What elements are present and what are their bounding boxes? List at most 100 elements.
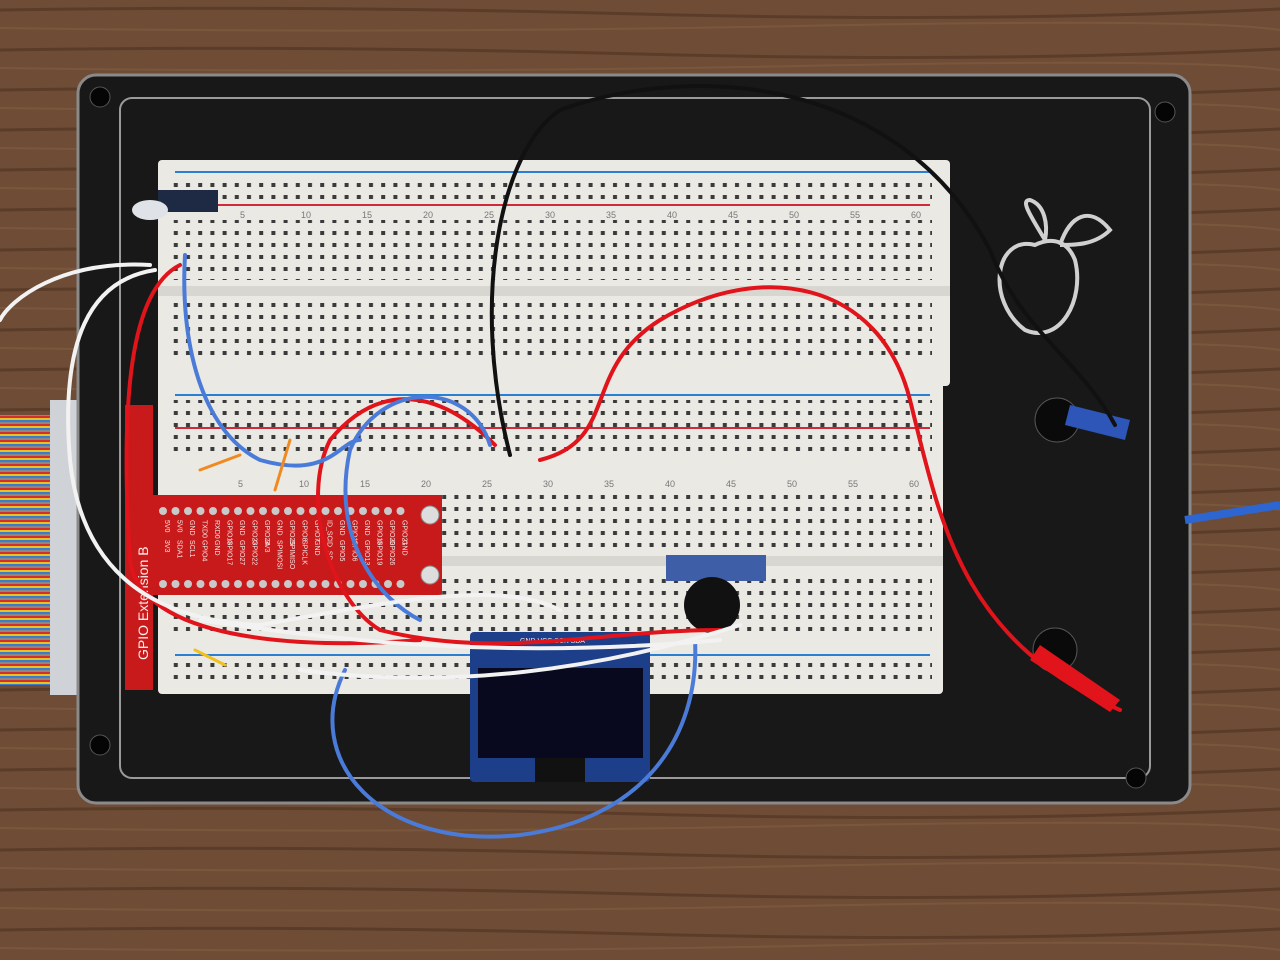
gpio-pin-label: GPIO18 — [226, 520, 233, 545]
gpio-pin — [396, 507, 405, 515]
breadboard-column-number: 60 — [911, 210, 921, 220]
gpio-board-title: GPIO Extension B — [135, 546, 151, 660]
gpio-pin — [196, 507, 205, 515]
gpio-pin — [171, 507, 180, 515]
gpio-pin-label: ID_SD — [326, 540, 333, 561]
gpio-pin — [371, 507, 380, 515]
gpio-pin-label: GPIO20 — [388, 520, 395, 545]
gpio-pin — [196, 580, 205, 588]
yellow-jumper — [193, 648, 227, 667]
breadboard-column-number: 60 — [909, 479, 919, 489]
gpio-pin-label: GPIO17 — [226, 540, 233, 565]
gpio-pin — [221, 507, 230, 515]
blue-plug — [1065, 405, 1130, 440]
breadboard-column-number: 10 — [299, 479, 309, 489]
gpio-pin — [209, 580, 217, 588]
black-wire — [489, 84, 1117, 457]
gpio-pin — [359, 580, 367, 588]
red-plug — [1030, 645, 1120, 712]
gpio-pin-label: GND — [276, 520, 283, 536]
gpio-pin-label: GPIO26 — [388, 540, 395, 565]
gpio-pin-label: GPIO4 — [201, 540, 208, 562]
gpio-pin-label: GPIO6 — [351, 540, 358, 562]
wires — [0, 84, 1122, 839]
breadboard-column-number: 25 — [482, 479, 492, 489]
gpio-pin-label: GPIO27 — [238, 540, 245, 565]
gpio-pin — [234, 507, 242, 515]
breadboard-column-number: 35 — [606, 210, 616, 220]
gpio-pin-label: GPIO12 — [351, 520, 358, 545]
gpio-pin — [309, 580, 317, 588]
gpio-pin-label: GND — [338, 520, 345, 536]
gpio-pin — [209, 507, 217, 515]
gpio-pin — [334, 507, 342, 515]
gpio-pin — [384, 580, 392, 588]
ir-sensor-module — [158, 190, 218, 212]
gpio-pin — [159, 580, 167, 588]
gpio-pin-label: GND — [213, 540, 220, 556]
buzzer — [684, 577, 740, 633]
red-wire — [124, 263, 422, 646]
blue-wire — [330, 638, 698, 839]
white-wire — [0, 262, 152, 322]
breadboard-column-number: 10 — [301, 210, 311, 220]
gpio-pin — [384, 507, 392, 515]
gpio-pin — [246, 507, 255, 515]
breadboard-column-number: 15 — [360, 479, 370, 489]
gpio-pin — [321, 507, 330, 515]
breadboard-column-number: 55 — [850, 210, 860, 220]
gpio-pin — [171, 580, 180, 588]
white-wire — [198, 618, 722, 651]
gpio-pin — [271, 580, 280, 588]
breadboard-column-number: 5 — [240, 210, 245, 220]
gpio-pin — [234, 580, 242, 588]
gpio-pin-label: GPIO7 — [313, 520, 320, 542]
breadboard-column-number: 15 — [362, 210, 372, 220]
white-wire — [66, 268, 562, 628]
breadboard-column-number: 5 — [238, 479, 243, 489]
gpio-pin-label: 3V3 — [263, 540, 270, 553]
gpio-pin — [259, 580, 267, 588]
gpio-pin — [296, 507, 305, 515]
breadboard-column-number: 35 — [604, 479, 614, 489]
blue-cable — [1184, 501, 1280, 524]
gpio-pin-label: GPIO8 — [301, 520, 308, 542]
gpio-pin — [284, 580, 292, 588]
gpio-pin — [184, 507, 192, 515]
blue-wire — [343, 394, 492, 622]
gpio-pin-label: GPIO16 — [376, 520, 383, 545]
gpio-pin — [346, 580, 355, 588]
gpio-pin-label: GPIO19 — [376, 540, 383, 565]
breadboard-column-number: 30 — [543, 479, 553, 489]
gpio-pin — [321, 580, 330, 588]
gpio-pin-label: SCL1 — [188, 540, 195, 558]
gpio-pin-label: GPIO25 — [288, 520, 295, 545]
gpio-pin-label: GPIO13 — [363, 540, 370, 565]
gpio-pin — [359, 507, 367, 515]
gpio-pin-label: GND — [363, 520, 370, 536]
breadboard-column-number: 40 — [665, 479, 675, 489]
gpio-pin-label: SPIMISO — [288, 540, 295, 570]
gpio-pin — [221, 580, 230, 588]
gpio-pin-label: 5V0 — [176, 520, 183, 533]
breadboard-column-number: 25 — [484, 210, 494, 220]
breadboard-column-number: 45 — [726, 479, 736, 489]
red-wire — [538, 285, 1122, 712]
breadboard-column-number: 45 — [728, 210, 738, 220]
breadboard-column-number: 55 — [848, 479, 858, 489]
gpio-pin-label: 3V3 — [163, 540, 170, 553]
gpio-pin-label: 5V0 — [163, 520, 170, 533]
gpio-pin — [259, 507, 267, 515]
gpio-pin — [309, 507, 317, 515]
gpio-pin-label: RXD0 — [213, 520, 220, 539]
gpio-pin-label: SPICLK — [301, 540, 308, 565]
gpio-pin — [184, 580, 192, 588]
breadboard-column-number: 30 — [545, 210, 555, 220]
gpio-pin-label: GPIO24 — [263, 520, 270, 545]
gpio-pin-label: TXD0 — [201, 520, 208, 538]
gpio-pin-label: SDA1 — [176, 540, 183, 558]
breadboard-column-number: 50 — [789, 210, 799, 220]
gpio-pin — [284, 507, 292, 515]
gpio-pin-label: ID_SC — [326, 520, 333, 541]
